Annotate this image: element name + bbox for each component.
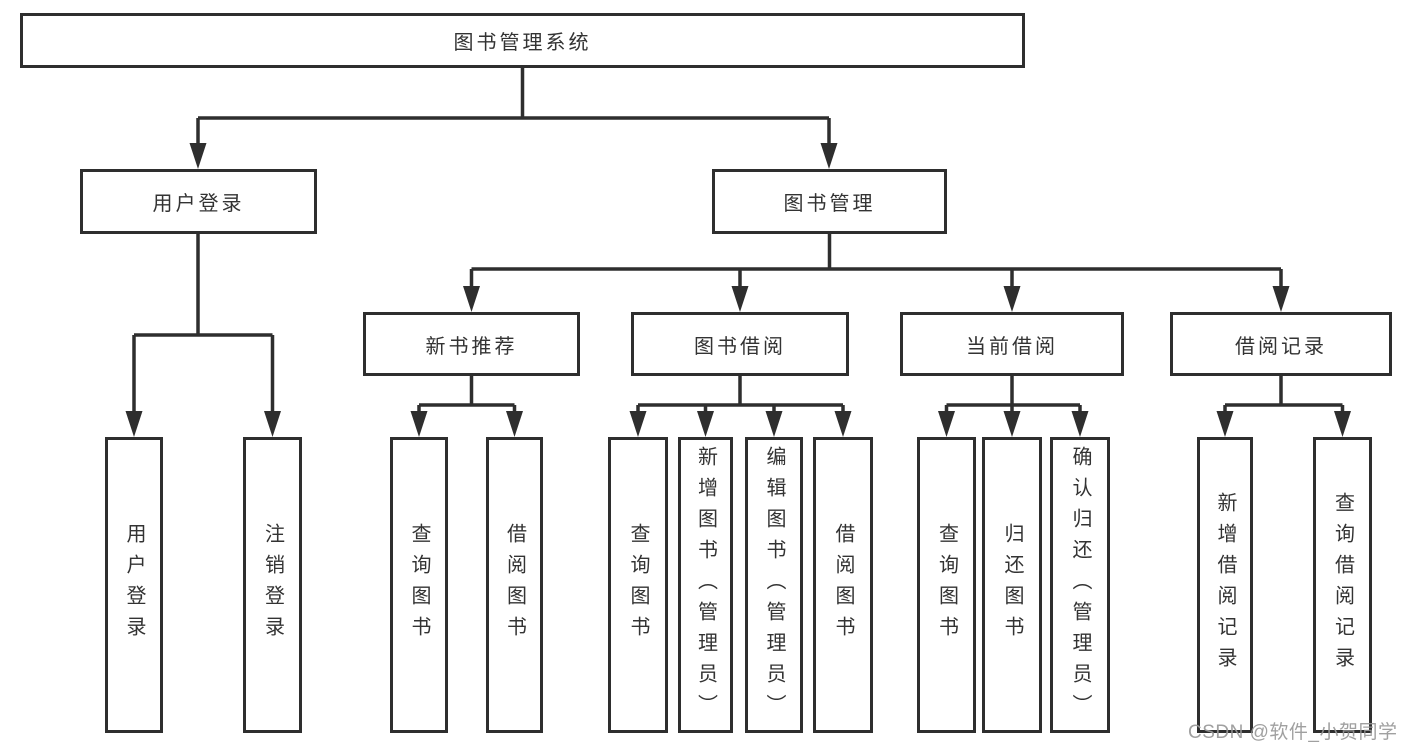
leaf-confirm-return-admin-label: 确认归还（管理员） [1069, 445, 1091, 725]
leaf-logout: 注销登录 [243, 437, 302, 733]
leaf-query-books-borrow: 查询图书 [608, 437, 668, 733]
watermark-text: CSDN @软件_小贺同学 [1188, 722, 1398, 743]
node-root: 图书管理系统 [20, 13, 1025, 68]
leaf-query-books-recommend: 查询图书 [390, 437, 448, 733]
leaf-query-books-current: 查询图书 [917, 437, 976, 733]
leaf-edit-book-admin: 编辑图书（管理员） [745, 437, 803, 733]
node-user-login-label: 用户登录 [152, 193, 245, 215]
node-new-book-recommend: 新书推荐 [363, 312, 580, 376]
leaf-user-login: 用户登录 [105, 437, 163, 733]
node-current-borrow: 当前借阅 [900, 312, 1124, 376]
leaf-return-books: 归还图书 [982, 437, 1042, 733]
node-user-login: 用户登录 [80, 169, 317, 234]
leaf-add-book-admin: 新增图书（管理员） [678, 437, 733, 733]
leaf-add-book-admin-label: 新增图书（管理员） [694, 445, 717, 725]
node-borrow-records-label: 借阅记录 [1235, 335, 1327, 358]
node-current-borrow-label: 当前借阅 [966, 335, 1058, 358]
node-new-book-recommend-label: 新书推荐 [425, 335, 518, 358]
leaf-logout-label: 注销登录 [261, 523, 284, 647]
leaf-query-books-borrow-label: 查询图书 [627, 523, 649, 647]
leaf-borrow-books-label: 借阅图书 [832, 523, 854, 647]
leaf-query-borrow-record-label: 查询借阅记录 [1331, 492, 1354, 678]
leaf-return-books-label: 归还图书 [1001, 523, 1023, 647]
leaf-borrow-books-recommend: 借阅图书 [486, 437, 543, 733]
node-borrow-records: 借阅记录 [1170, 312, 1392, 376]
leaf-query-books-current-label: 查询图书 [935, 523, 958, 647]
node-book-borrow-label: 图书借阅 [694, 335, 786, 358]
leaf-edit-book-admin-label: 编辑图书（管理员） [763, 445, 785, 725]
leaf-confirm-return-admin: 确认归还（管理员） [1050, 437, 1110, 733]
leaf-borrow-books: 借阅图书 [813, 437, 873, 733]
leaf-query-borrow-record: 查询借阅记录 [1313, 437, 1372, 733]
node-root-label: 图书管理系统 [453, 32, 592, 54]
leaf-borrow-books-recommend-label: 借阅图书 [503, 523, 526, 647]
node-book-management: 图书管理 [712, 169, 947, 234]
leaf-user-login-label: 用户登录 [123, 523, 145, 647]
node-book-borrow: 图书借阅 [631, 312, 849, 376]
leaf-add-borrow-record: 新增借阅记录 [1197, 437, 1253, 733]
leaf-add-borrow-record-label: 新增借阅记录 [1214, 492, 1236, 678]
node-book-management-label: 图书管理 [783, 193, 876, 215]
leaf-query-books-recommend-label: 查询图书 [408, 523, 430, 647]
